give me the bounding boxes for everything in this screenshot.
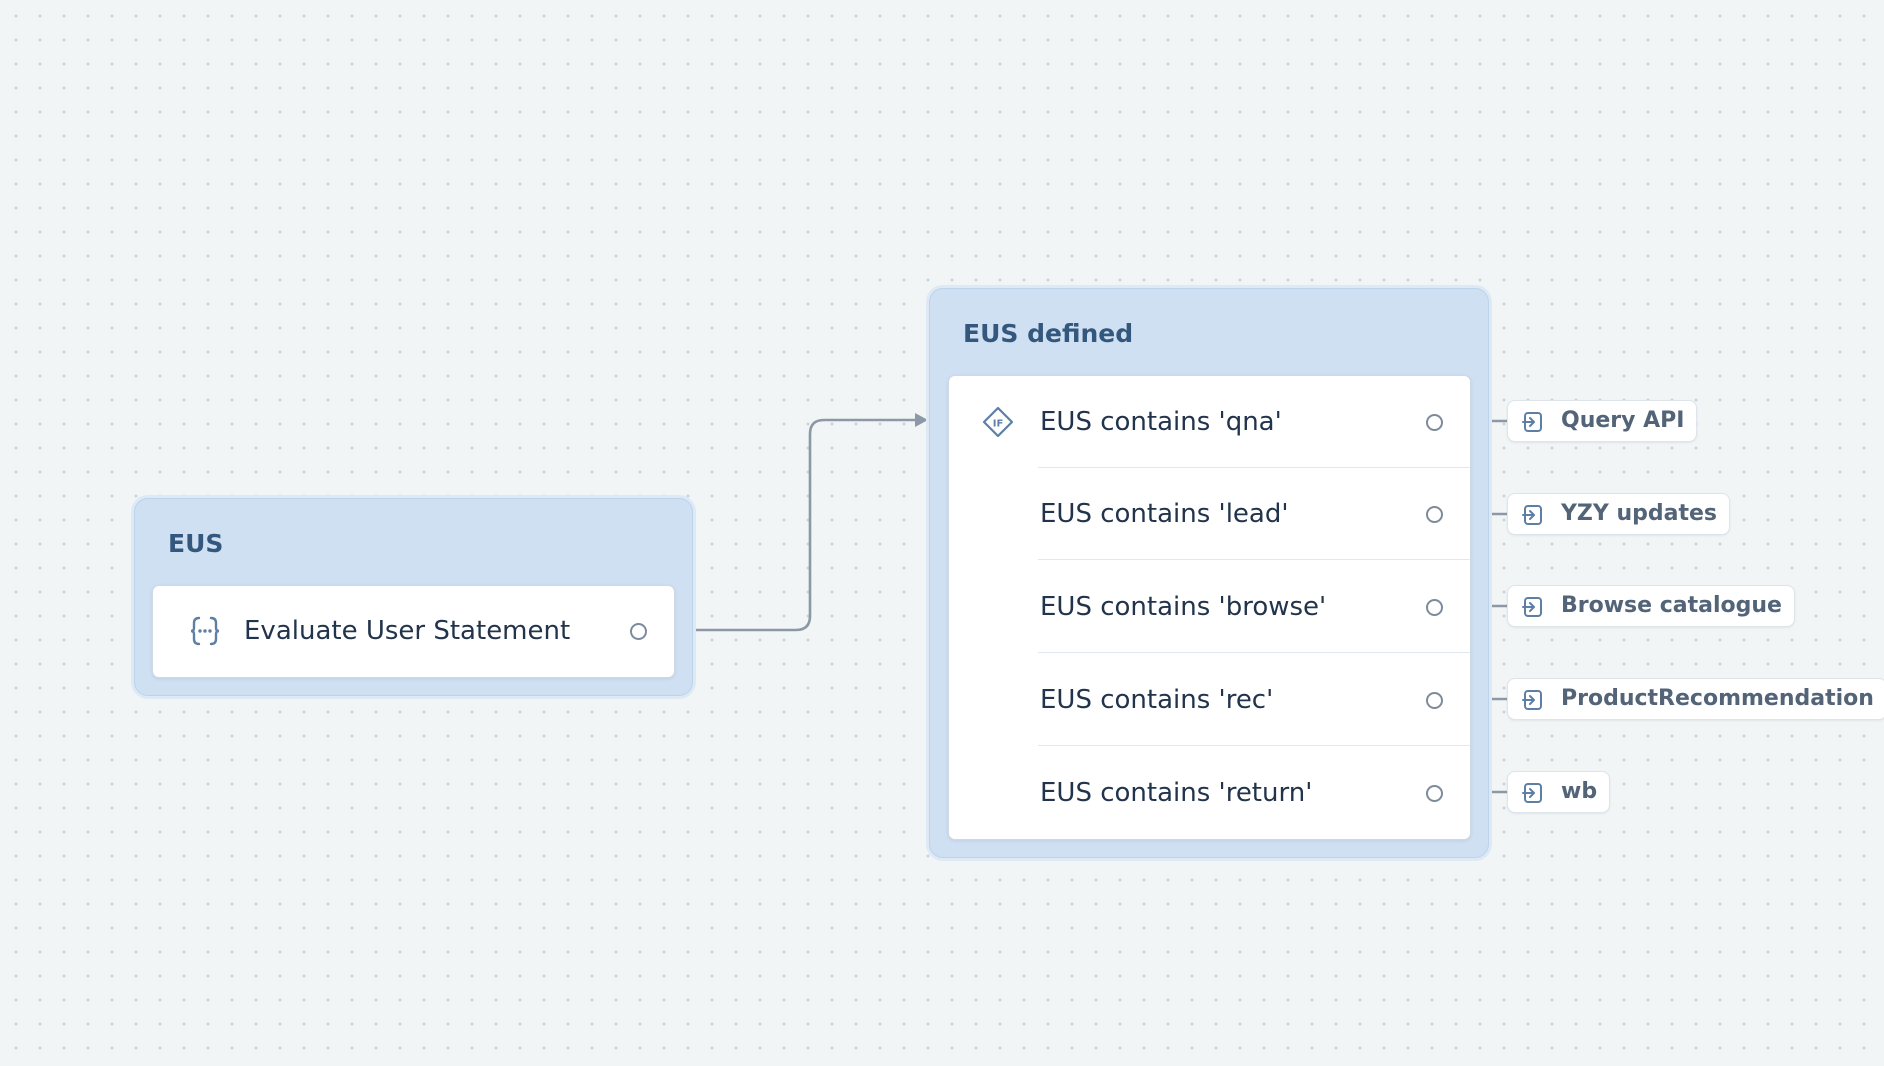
step-label: Evaluate User Statement bbox=[244, 616, 571, 646]
step-card[interactable]: Evaluate User Statement bbox=[152, 585, 675, 678]
block-title: EUS defined bbox=[963, 319, 1134, 348]
target-label: Browse catalogue bbox=[1561, 593, 1782, 618]
target-label: ProductRecommendation bbox=[1561, 686, 1874, 711]
condition-row[interactable]: EUS contains 'rec' bbox=[949, 654, 1470, 746]
jump-to-block-icon bbox=[1522, 783, 1542, 803]
output-port[interactable] bbox=[1426, 599, 1443, 616]
if-diamond-icon: IF bbox=[982, 406, 1014, 438]
output-port[interactable] bbox=[630, 623, 647, 640]
condition-label: EUS contains 'lead' bbox=[1040, 499, 1289, 529]
target-block-link[interactable]: Browse catalogue bbox=[1507, 585, 1795, 627]
block-eus[interactable]: EUS Evaluate User Statement bbox=[134, 498, 693, 696]
condition-label: EUS contains 'qna' bbox=[1040, 407, 1282, 437]
code-brackets-icon bbox=[190, 616, 220, 646]
row-divider bbox=[1038, 467, 1470, 468]
output-port[interactable] bbox=[1426, 414, 1443, 431]
jump-to-block-icon bbox=[1522, 597, 1542, 617]
conditions-card: IF EUS contains 'qna' EUS contains 'lead… bbox=[948, 375, 1471, 840]
output-port[interactable] bbox=[1426, 692, 1443, 709]
condition-label: EUS contains 'browse' bbox=[1040, 592, 1327, 622]
connector-eus-to-eus-defined bbox=[673, 418, 916, 632]
target-label: Query API bbox=[1561, 408, 1685, 433]
target-label: wb bbox=[1561, 779, 1598, 804]
row-divider bbox=[1038, 745, 1470, 746]
row-divider bbox=[1038, 652, 1470, 653]
output-port[interactable] bbox=[1426, 785, 1443, 802]
block-title: EUS bbox=[168, 529, 224, 558]
row-divider bbox=[1038, 559, 1470, 560]
condition-label: EUS contains 'return' bbox=[1040, 778, 1313, 808]
svg-text:IF: IF bbox=[993, 419, 1004, 430]
jump-to-block-icon bbox=[1522, 505, 1542, 525]
target-label: YZY updates bbox=[1561, 501, 1718, 526]
target-block-link[interactable]: YZY updates bbox=[1507, 493, 1730, 535]
condition-row[interactable]: EUS contains 'lead' bbox=[949, 468, 1470, 560]
jump-to-block-icon bbox=[1522, 690, 1542, 710]
output-port[interactable] bbox=[1426, 506, 1443, 523]
target-block-link[interactable]: wb bbox=[1507, 771, 1610, 813]
condition-label: EUS contains 'rec' bbox=[1040, 685, 1274, 715]
target-block-link[interactable]: Query API bbox=[1507, 400, 1697, 442]
target-block-link[interactable]: ProductRecommendation bbox=[1507, 678, 1884, 720]
block-eus-defined[interactable]: EUS defined IF EUS contains 'qna' EUS co… bbox=[929, 288, 1489, 858]
condition-row[interactable]: EUS contains 'qna' bbox=[949, 376, 1470, 468]
connector-arrowhead bbox=[915, 413, 928, 427]
condition-row[interactable]: EUS contains 'browse' bbox=[949, 561, 1470, 653]
jump-to-block-icon bbox=[1522, 412, 1542, 432]
condition-row[interactable]: EUS contains 'return' bbox=[949, 747, 1470, 839]
